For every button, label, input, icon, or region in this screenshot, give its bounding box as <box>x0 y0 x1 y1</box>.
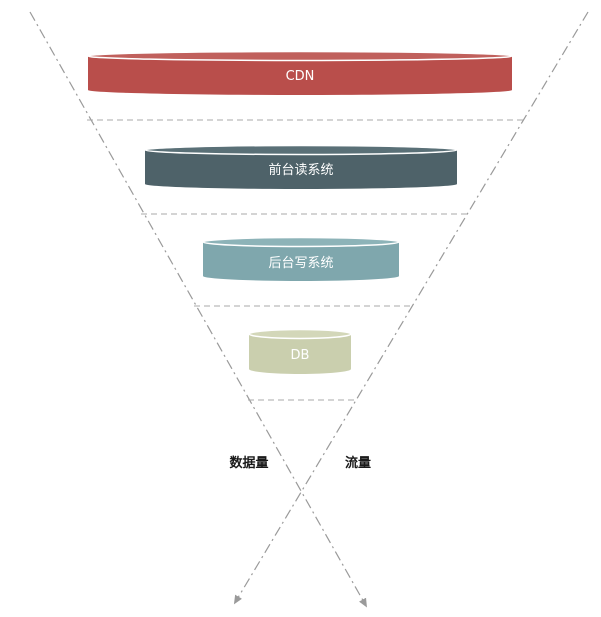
layer-frontend-read: 前台读系统 <box>144 144 458 189</box>
right-diagonal-line <box>233 11 589 605</box>
layer-db-label: DB <box>291 348 310 363</box>
layer-cdn: CDN <box>87 50 513 95</box>
layer-backend-write: 后台写系统 <box>202 236 400 281</box>
data-volume-label: 数据量 <box>229 455 268 471</box>
layer-backend-write-label: 后台写系统 <box>268 256 333 271</box>
layer-frontend-read-top <box>144 144 458 156</box>
layer-backend-write-top <box>202 236 400 248</box>
layer-cdn-top <box>87 50 513 62</box>
layer-frontend-read-label: 前台读系统 <box>268 162 333 178</box>
layer-db: DB <box>248 328 352 374</box>
layer-cdn-body <box>88 56 512 95</box>
layer-frontend-read-body <box>145 150 457 189</box>
left-diagonal-line <box>29 11 367 608</box>
layer-backend-write-body <box>203 242 399 281</box>
traffic-label: 流量 <box>345 455 371 471</box>
layer-db-top <box>248 328 352 340</box>
layer-cdn-label: CDN <box>286 69 315 84</box>
layer-db-body <box>249 334 351 374</box>
